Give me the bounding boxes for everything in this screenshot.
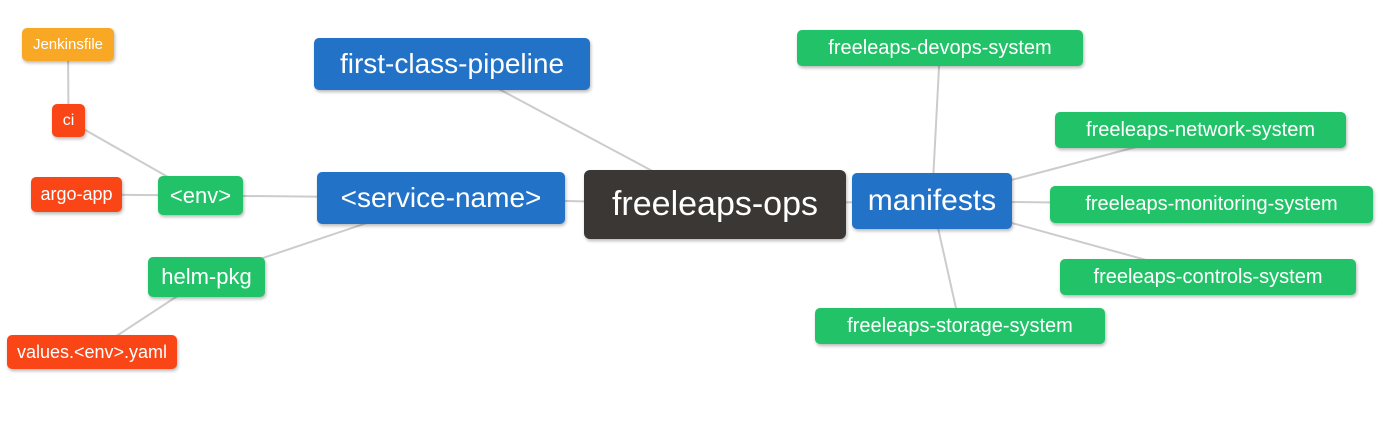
node-freeleaps-controls-system[interactable]: freeleaps-controls-system [1060,259,1356,295]
node-jenkinsfile[interactable]: Jenkinsfile [22,28,114,61]
node-freeleaps-monitoring-system[interactable]: freeleaps-monitoring-system [1050,186,1373,223]
node-helm-pkg[interactable]: helm-pkg [148,257,265,297]
node-label: argo-app [40,184,113,204]
node-label: freeleaps-controls-system [1093,265,1323,288]
node-label: manifests [867,184,997,217]
node-label: ci [62,111,75,129]
node-label: freeleaps-ops [611,185,818,223]
node-label: helm-pkg [161,264,252,289]
node-service-name[interactable]: <service-name> [317,172,565,224]
node-freeleaps-devops-system[interactable]: freeleaps-devops-system [797,30,1083,66]
node-freeleaps-network-system[interactable]: freeleaps-network-system [1055,112,1346,148]
node-label: freeleaps-devops-system [828,36,1052,59]
node-label: <service-name> [340,182,542,213]
node-label: freeleaps-storage-system [847,314,1073,337]
node-values-env-yaml[interactable]: values.<env>.yaml [7,335,177,369]
node-freeleaps-ops-root[interactable]: freeleaps-ops [584,170,846,239]
node-label: Jenkinsfile [32,36,104,53]
node-env[interactable]: <env> [158,176,243,215]
node-label: freeleaps-network-system [1086,118,1315,141]
node-label: <env> [169,182,232,208]
node-manifests[interactable]: manifests [852,173,1012,229]
node-ci[interactable]: ci [52,104,85,137]
node-label: values.<env>.yaml [16,341,168,362]
node-argo-app[interactable]: argo-app [31,177,122,212]
node-freeleaps-storage-system[interactable]: freeleaps-storage-system [815,308,1105,344]
node-label: freeleaps-monitoring-system [1085,193,1338,215]
node-label: first-class-pipeline [339,48,565,79]
node-first-class-pipeline[interactable]: first-class-pipeline [314,38,590,90]
